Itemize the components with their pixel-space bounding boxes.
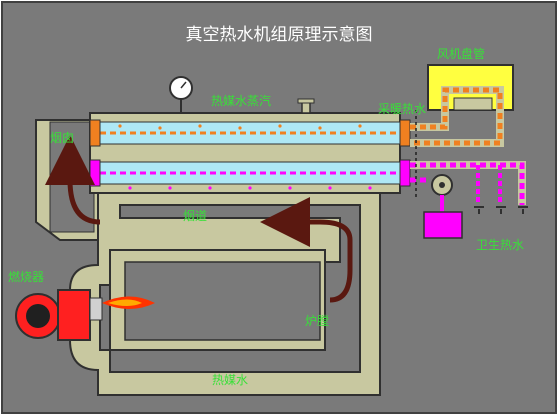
flue-gas-arrow	[260, 197, 353, 303]
flame-core	[108, 299, 142, 306]
water-tank	[423, 211, 463, 239]
heating-left-cap	[89, 119, 101, 147]
steam-droplets	[118, 124, 362, 130]
domestic-supply-pipe	[410, 162, 525, 205]
domestic-branch-pipes	[476, 165, 502, 205]
pump-hub	[439, 182, 445, 188]
burner-housing	[57, 289, 91, 341]
label-burner: 燃烧器	[8, 269, 44, 284]
label-flue: 烟道	[183, 209, 207, 223]
heating-right-cap	[399, 119, 411, 147]
label-furnace: 炉膛	[305, 314, 329, 328]
heat-drops	[128, 186, 372, 190]
label-domestic-hot-water: 卫生热水	[476, 238, 524, 252]
diagram-title: 真空热水机组原理示意图	[186, 25, 373, 45]
vent-valve-cap	[297, 98, 315, 104]
domestic-left-cap	[89, 159, 101, 187]
tap-nozzles	[478, 209, 524, 214]
label-chimney: 烟囱	[50, 131, 74, 145]
chimney-flow-arrow	[45, 135, 101, 225]
domestic-right-cap	[399, 159, 411, 187]
heating-pipe	[410, 87, 503, 146]
label-heat-medium-water: 热媒水	[212, 373, 248, 387]
burner-nozzle	[89, 297, 103, 321]
label-heating-water: 采暖热水	[378, 102, 426, 116]
label-heat-medium-steam: 热媒水蒸汽	[211, 93, 271, 108]
gauge-needle	[180, 81, 187, 89]
label-fan-coil: 风机盘管	[437, 46, 485, 61]
fan-coil-outlet	[453, 97, 493, 111]
burner-fan-hub	[26, 304, 50, 328]
furnace-inner	[124, 261, 321, 341]
vent-valve-icon	[301, 101, 311, 114]
